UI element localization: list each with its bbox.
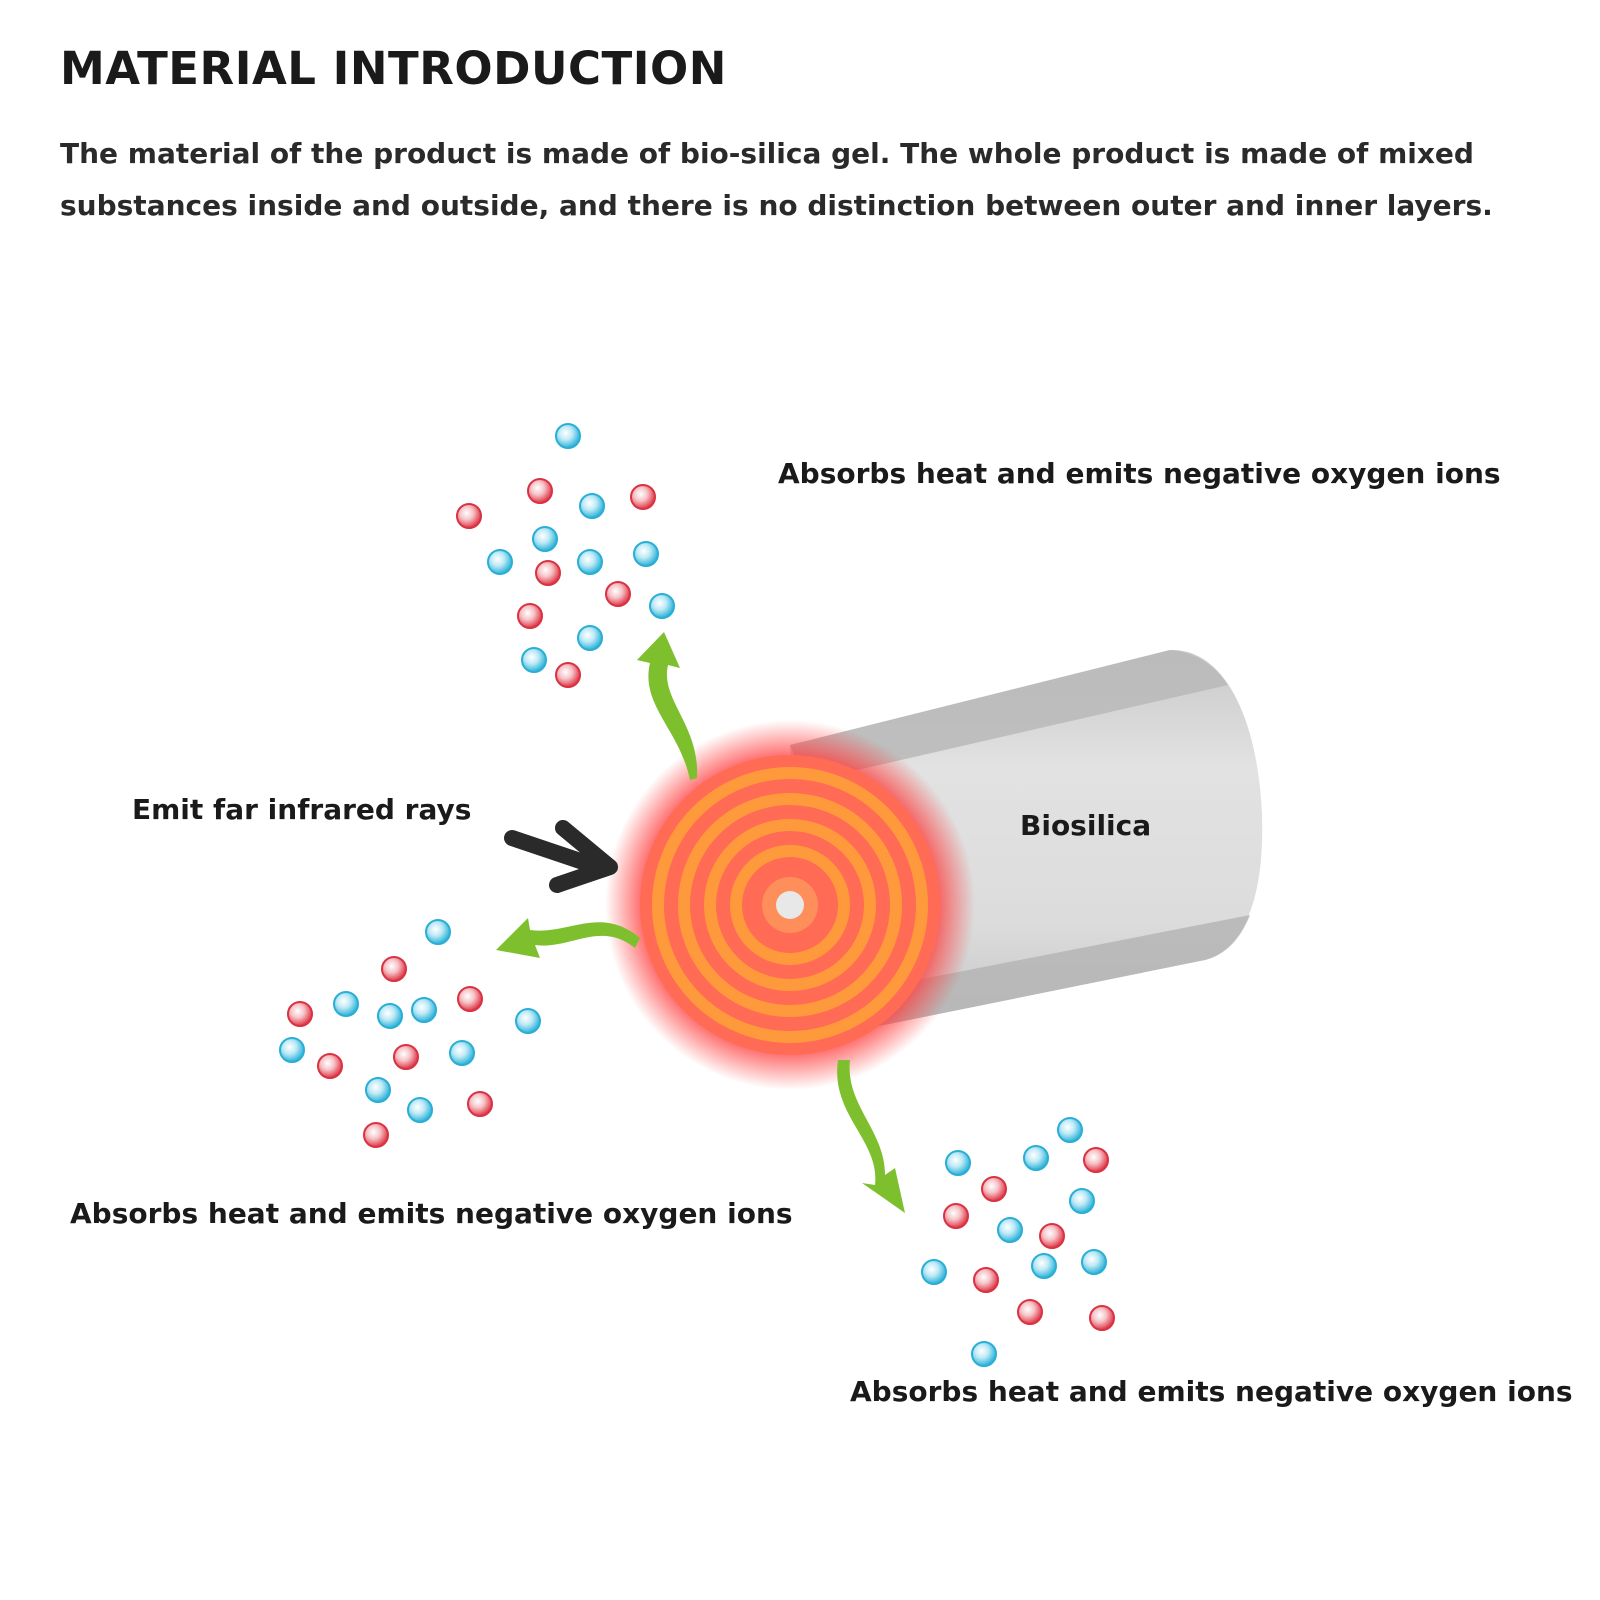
negative-ion-particle <box>377 1003 403 1029</box>
label-biosilica: Biosilica <box>1020 809 1152 842</box>
positive-ion-particle <box>457 986 483 1012</box>
flow-arrow-icon-bottom <box>837 1060 905 1213</box>
negative-ion-particle <box>577 549 603 575</box>
negative-ion-particle <box>411 997 437 1023</box>
negative-ion-particle <box>407 1097 433 1123</box>
negative-ion-particle <box>1031 1253 1057 1279</box>
negative-ion-particle <box>1057 1117 1083 1143</box>
positive-ion-particle <box>527 478 553 504</box>
positive-ion-particle <box>467 1091 493 1117</box>
positive-ion-particle <box>393 1044 419 1070</box>
negative-ion-particle <box>515 1008 541 1034</box>
positive-ion-particle <box>517 603 543 629</box>
positive-ion-particle <box>317 1053 343 1079</box>
positive-ion-particle <box>605 581 631 607</box>
positive-ion-particle <box>630 484 656 510</box>
positive-ion-particle <box>1083 1147 1109 1173</box>
heat-rings <box>605 720 975 1090</box>
negative-ion-particle <box>577 625 603 651</box>
negative-ion-particle <box>279 1037 305 1063</box>
negative-ion-particle <box>365 1077 391 1103</box>
positive-ion-particle <box>381 956 407 982</box>
negative-ion-particle <box>555 423 581 449</box>
positive-ion-particle <box>555 662 581 688</box>
flow-arrow-icon-left <box>496 918 640 958</box>
negative-ion-particle <box>579 493 605 519</box>
negative-ion-particle <box>945 1150 971 1176</box>
label-bottom-left: Absorbs heat and emits negative oxygen i… <box>70 1197 793 1230</box>
negative-ion-particle <box>971 1341 997 1367</box>
intro-paragraph: The material of the product is made of b… <box>60 137 1493 222</box>
negative-ion-particle <box>1023 1145 1049 1171</box>
negative-ion-particle <box>649 593 675 619</box>
positive-ion-particle <box>287 1001 313 1027</box>
ion-particles <box>279 423 1115 1367</box>
negative-ion-particle <box>521 647 547 673</box>
positive-ion-particle <box>363 1122 389 1148</box>
positive-ion-particle <box>1017 1299 1043 1325</box>
positive-ion-particle <box>943 1203 969 1229</box>
negative-ion-particle <box>425 919 451 945</box>
label-bottom-right: Absorbs heat and emits negative oxygen i… <box>850 1375 1573 1408</box>
label-infrared: Emit far infrared rays <box>132 793 472 826</box>
positive-ion-particle <box>456 503 482 529</box>
negative-ion-particle <box>1081 1249 1107 1275</box>
flow-arrow-icon-top <box>637 632 698 780</box>
positive-ion-particle <box>1089 1305 1115 1331</box>
negative-ion-particle <box>449 1040 475 1066</box>
negative-ion-particle <box>921 1259 947 1285</box>
negative-ion-particle <box>333 991 359 1017</box>
label-top-right: Absorbs heat and emits negative oxygen i… <box>778 457 1501 490</box>
negative-ion-particle <box>633 541 659 567</box>
positive-ion-particle <box>535 560 561 586</box>
positive-ion-particle <box>1039 1223 1065 1249</box>
negative-ion-particle <box>532 526 558 552</box>
positive-ion-particle <box>973 1267 999 1293</box>
negative-ion-particle <box>1069 1188 1095 1214</box>
infrared-arrow-icon <box>504 820 618 893</box>
page-title: MATERIAL INTRODUCTION <box>60 42 727 95</box>
positive-ion-particle <box>981 1176 1007 1202</box>
negative-ion-particle <box>997 1217 1023 1243</box>
negative-ion-particle <box>487 549 513 575</box>
